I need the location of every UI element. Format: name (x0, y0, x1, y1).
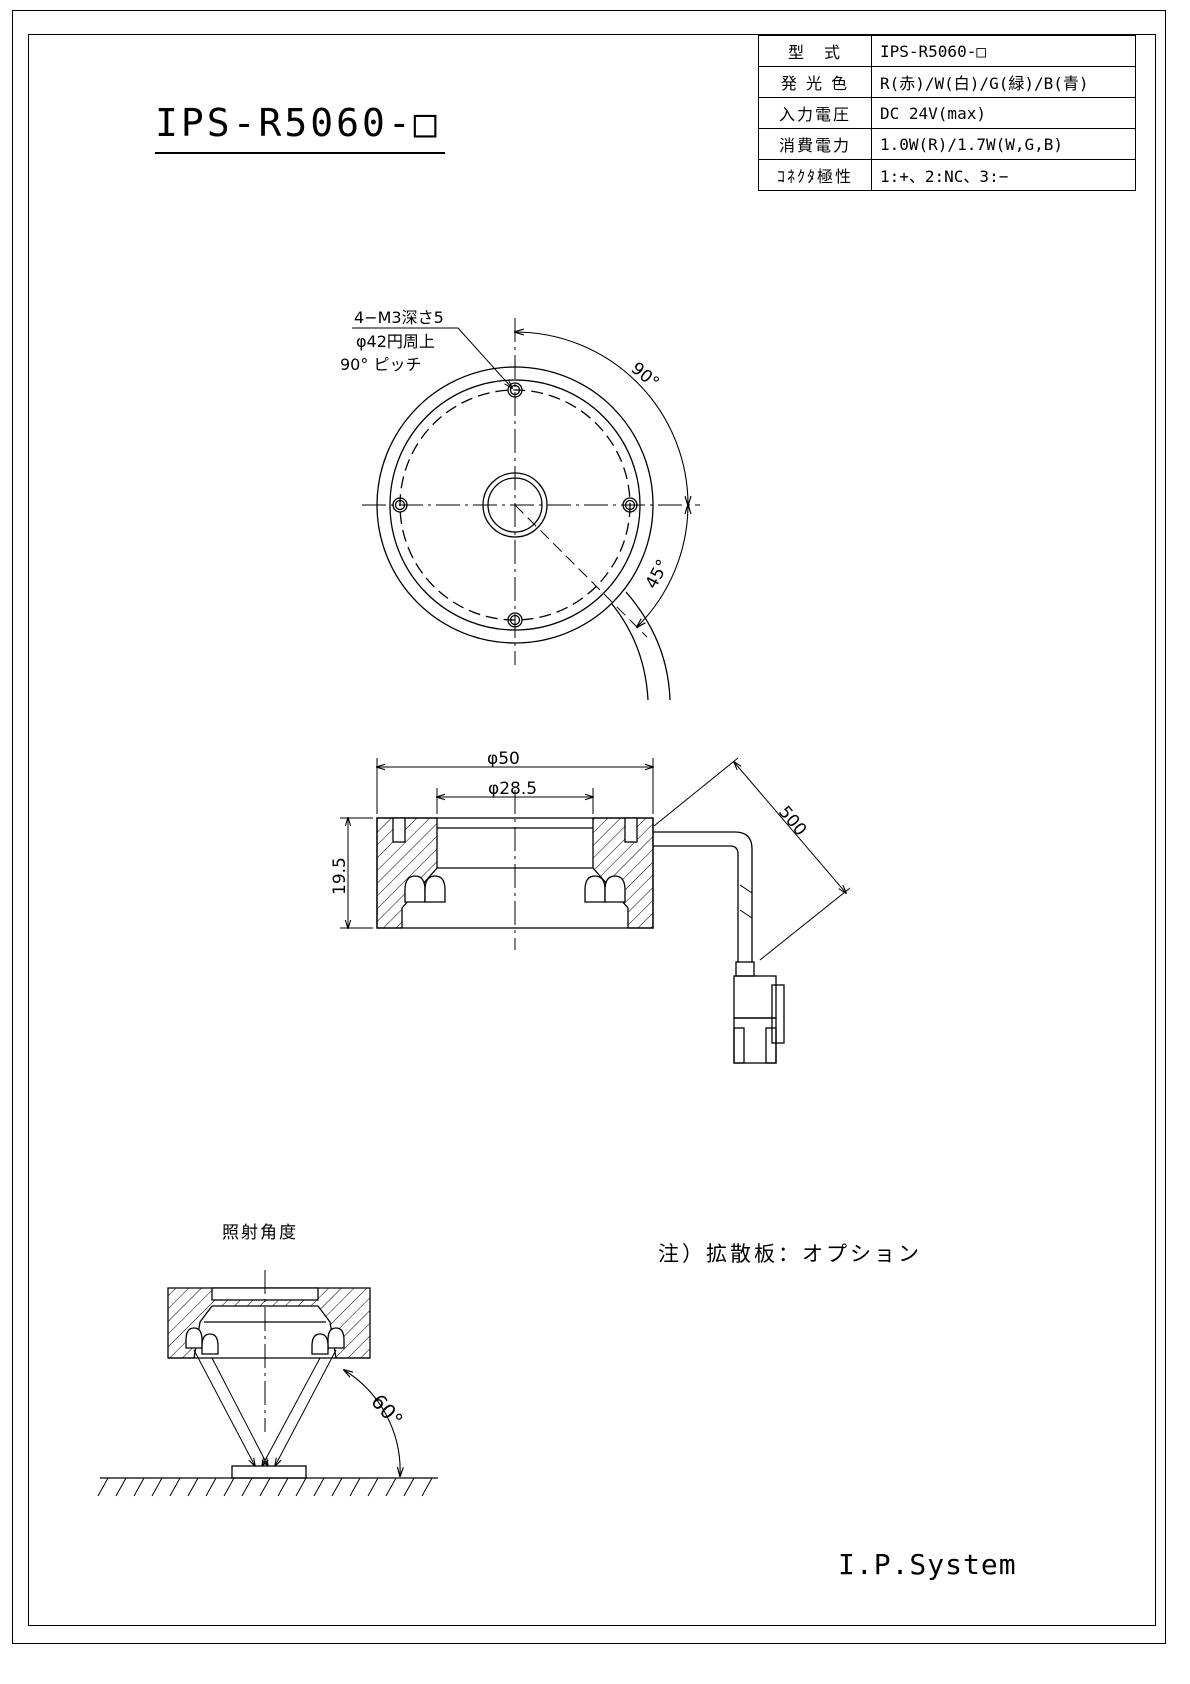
light-ray (193, 1349, 255, 1466)
spec-key: 消費電力 (758, 128, 872, 160)
light-ray (262, 1357, 321, 1466)
tapped-hole (394, 499, 406, 511)
spec-row: 発 光 色 R(赤)/W(白)/G(緑)/B(青) (758, 66, 1136, 98)
ext-line (653, 757, 739, 827)
top-view (352, 318, 700, 701)
hole-note-circle: φ42円周上 (356, 332, 435, 351)
led (424, 875, 446, 903)
diffuser-note: 注）拡散板：オプション (658, 1242, 922, 1266)
angle-90-arc (515, 332, 688, 505)
drawing-frame (28, 34, 1156, 1626)
angle-90-label: 90° (627, 359, 663, 394)
cable-break (739, 884, 753, 894)
dim-cable-label: 500 (774, 802, 810, 840)
connector-pin (733, 1027, 745, 1064)
spec-value: R(赤)/W(白)/G(緑)/B(青) (871, 66, 1136, 98)
angle-45-arc (637, 505, 688, 627)
spec-value: DC 24V(max) (871, 97, 1136, 129)
dim-line-cable (734, 762, 846, 893)
ground-hatch (97, 1477, 433, 1497)
tapped-hole (507, 612, 523, 628)
drawing-title: IPS-R5060-□ (155, 101, 440, 145)
ext-line (759, 887, 851, 961)
connector-body (733, 975, 777, 1019)
connector-latch (771, 984, 785, 1044)
cable-edge (653, 845, 739, 962)
led (201, 1333, 219, 1355)
spec-row: 消費電力 1.0W(R)/1.7W(W,G,B) (758, 128, 1136, 160)
spec-key: 型 式 (758, 35, 872, 67)
illumination-angle-title: 照射角度 (222, 1223, 298, 1243)
led (185, 1327, 203, 1349)
spec-row: ｺﾈｸﾀ極性 1:+、2:NC、3:− (758, 159, 1136, 191)
spec-table: 型 式 IPS-R5060-□ 発 光 色 R(赤)/W(白)/G(緑)/B(青… (758, 35, 1136, 191)
connector-housing (733, 1017, 777, 1064)
workpiece (231, 1465, 307, 1479)
led (604, 875, 626, 903)
led (327, 1327, 345, 1349)
dim-phi28-label: φ28.5 (488, 779, 537, 799)
dim-height-label: 19.5 (330, 857, 350, 895)
connector-neck (735, 961, 755, 977)
angle-45-line (514, 504, 648, 638)
angle-45-label: 45° (642, 556, 674, 592)
tapped-hole-section (392, 817, 406, 843)
tapped-hole (392, 497, 408, 513)
outer-border (12, 10, 1166, 1644)
angle-60-arc (344, 1370, 400, 1476)
cable-edge (625, 591, 671, 701)
section-view (340, 757, 851, 1064)
light-ray (275, 1349, 337, 1466)
cable-edge (611, 603, 649, 701)
company-name: I.P.System (838, 1548, 1017, 1581)
right-wall-section (592, 817, 654, 929)
cable-break (739, 909, 753, 919)
tapped-hole (509, 614, 521, 626)
light-ray (211, 1357, 268, 1466)
led (584, 875, 606, 903)
led (404, 875, 426, 903)
left-wall-section (376, 817, 438, 929)
hole-note-pitch: 90° ピッチ (340, 355, 421, 374)
title-underline (155, 152, 445, 154)
hole-note-depth: 4−M3深さ5 (354, 308, 444, 327)
hole-leader (352, 327, 512, 388)
spec-key: ｺﾈｸﾀ極性 (758, 159, 872, 191)
led (311, 1333, 329, 1355)
connector-pin (765, 1027, 777, 1064)
dim-phi50-label: φ50 (487, 749, 520, 769)
tapped-hole-section (624, 817, 638, 843)
illumination-view (97, 1270, 438, 1497)
spec-value: 1.0W(R)/1.7W(W,G,B) (871, 128, 1136, 160)
angle-60-label: 60° (366, 1389, 408, 1431)
spec-key: 発 光 色 (758, 66, 872, 98)
spec-row: 入力電圧 DC 24V(max) (758, 97, 1136, 129)
spec-value: 1:+、2:NC、3:− (871, 159, 1136, 191)
